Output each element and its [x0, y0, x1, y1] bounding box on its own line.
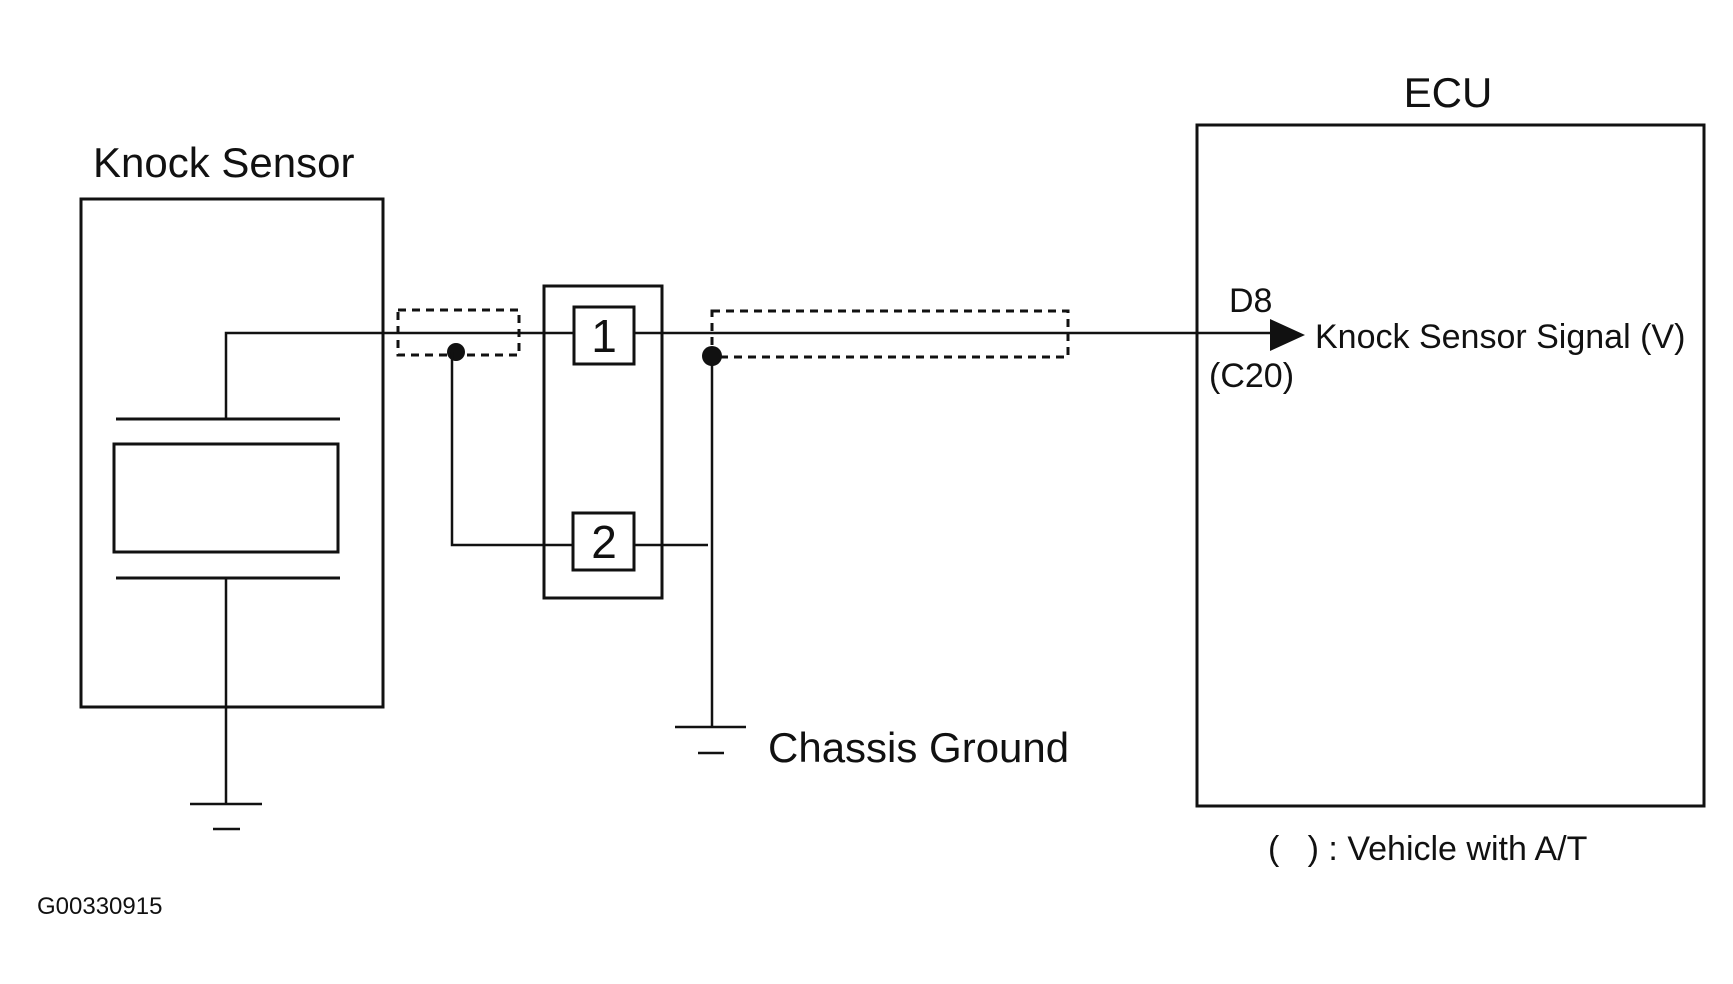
connector: 1 2 — [542, 284, 664, 600]
signal-label: Knock Sensor Signal (V) — [1315, 318, 1685, 356]
piezo-element — [112, 442, 340, 554]
connector-pin-2-box — [571, 511, 636, 572]
ecu: ECU — [1195, 69, 1706, 808]
ecu-label: ECU — [1404, 69, 1493, 116]
connector-pin-1-label: 1 — [591, 310, 617, 362]
knock-sensor-housing — [79, 197, 385, 709]
sensor-signal-wire — [224, 331, 1270, 419]
connector-pin-1-box — [572, 305, 636, 366]
sensor-ground-symbol — [190, 802, 262, 831]
ecu-housing — [1195, 123, 1706, 808]
signal-arrow-icon — [1270, 319, 1305, 351]
shield-segment-right — [710, 309, 1070, 359]
knock-sensor-label: Knock Sensor — [93, 139, 354, 186]
figure-code: G00330915 — [37, 893, 162, 920]
knock-sensor: Knock Sensor — [79, 139, 385, 709]
connector-body — [542, 284, 664, 600]
shield-junction-left — [447, 343, 465, 361]
shield-junction-right — [702, 346, 722, 366]
chassis-ground-label: Chassis Ground — [768, 724, 1069, 771]
chassis-ground-symbol — [675, 725, 746, 755]
shield-drain-wire — [450, 352, 574, 547]
legend-note: ( ) : Vehicle with A/T — [1268, 830, 1587, 868]
terminal-d8-label: D8 — [1229, 282, 1272, 320]
terminal-c20-label: (C20) — [1209, 357, 1294, 395]
connector-pin-2-label: 2 — [591, 516, 617, 568]
